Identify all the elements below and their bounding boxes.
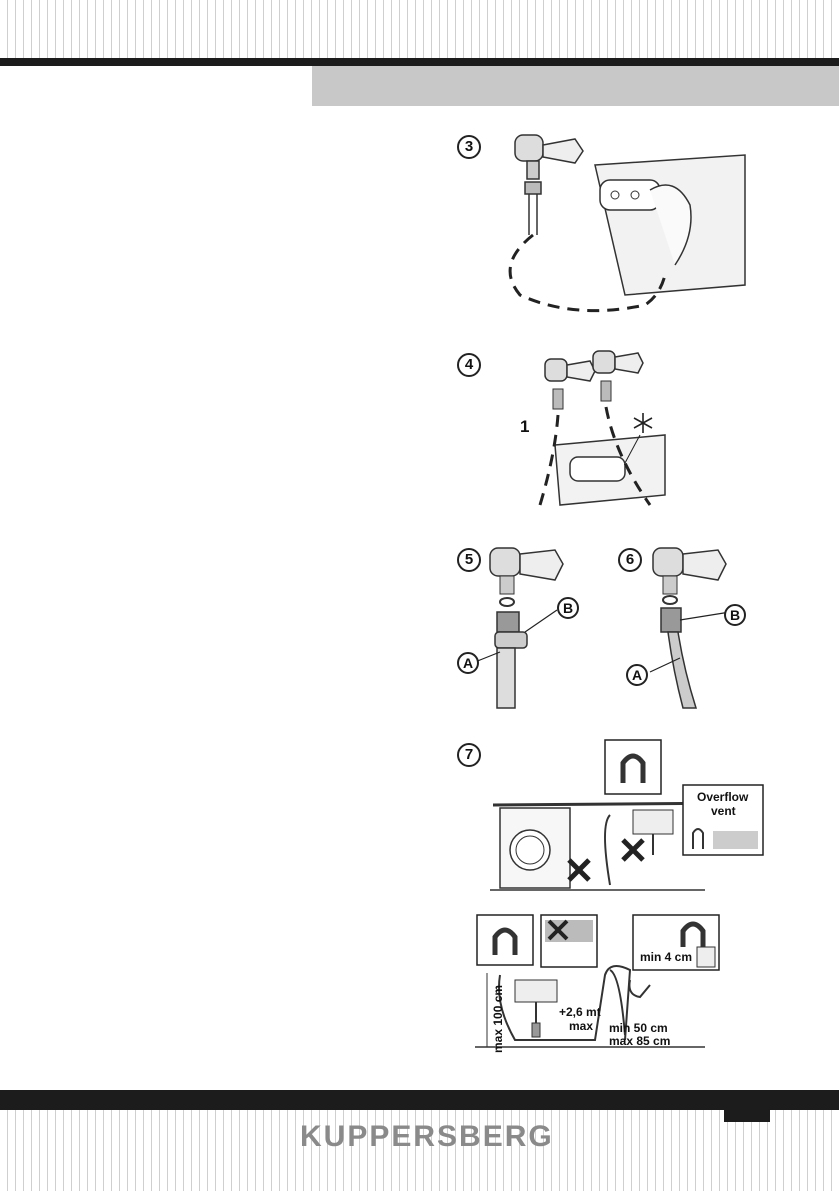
footer-stripe-pattern xyxy=(0,1110,839,1191)
step-number: 5 xyxy=(457,548,481,572)
extension-max-label: max xyxy=(569,1019,594,1033)
callout-b: B xyxy=(724,604,746,626)
footer-bar xyxy=(0,1090,839,1110)
figure-3-drawing xyxy=(508,134,746,313)
callout-b: B xyxy=(557,597,579,619)
callout-a: A xyxy=(626,664,648,686)
overflow-label-line2: vent xyxy=(711,804,736,818)
max-height-label: max 100 cm xyxy=(491,984,505,1053)
header-bar xyxy=(0,58,839,66)
hose-label: 1 xyxy=(520,417,530,436)
brand-logo: KUPPERSBERG xyxy=(300,1120,554,1153)
snowflake-icon xyxy=(633,413,653,433)
figure-6-hose-metal-nut: 6 B A xyxy=(618,540,788,710)
prohibited-icon xyxy=(567,838,645,882)
step-number: 6 xyxy=(618,548,642,572)
max-drain-label: max 85 cm xyxy=(609,1034,671,1048)
step-number: 4 xyxy=(457,353,481,377)
figure-3-tap-connection: 3 xyxy=(445,125,765,320)
callout-a: A xyxy=(457,652,479,674)
step-number: 3 xyxy=(457,135,481,159)
step-number: 7 xyxy=(457,743,481,767)
overflow-label-line1: Overflow xyxy=(697,790,749,804)
figure-5-drawing xyxy=(474,547,564,709)
min-height-label: min 4 cm xyxy=(640,950,693,964)
page-number-tab xyxy=(724,1110,770,1122)
figure-4-drawing xyxy=(538,350,666,506)
extension-length-label: +2,6 mt xyxy=(559,1005,601,1019)
figure-6-drawing xyxy=(649,547,731,709)
header-band xyxy=(312,66,839,106)
figure-5-hose-plastic-nut: 5 B A xyxy=(445,540,615,710)
figure-7-drain-hose: 7 Overflow vent min 4 cm +2,6 mt max max… xyxy=(445,735,775,1075)
min-drain-label: min 50 cm xyxy=(609,1021,668,1035)
header-stripe-pattern xyxy=(0,0,839,58)
figure-4-cold-hot-connection: 4 1 xyxy=(445,345,765,515)
figure-7-drawing xyxy=(475,739,764,1048)
